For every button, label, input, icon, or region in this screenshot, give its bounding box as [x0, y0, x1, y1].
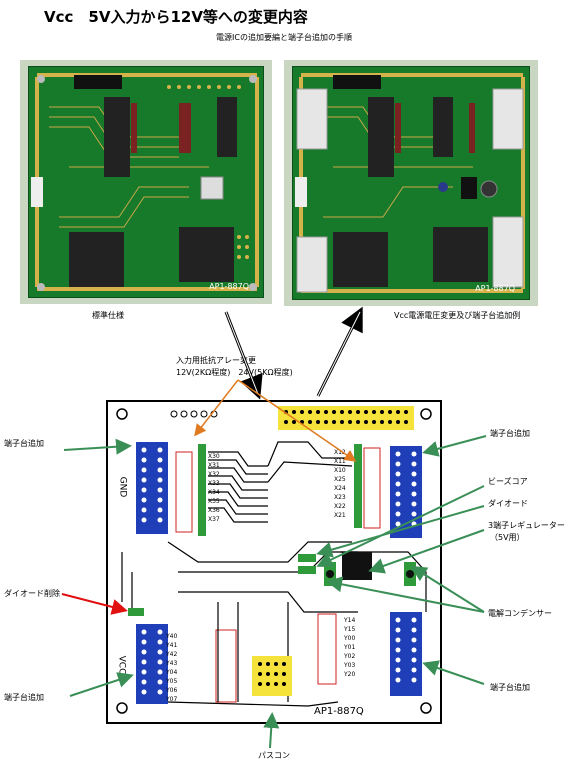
pin-label: Y01	[344, 644, 356, 651]
terminal-block-top-right	[390, 446, 422, 538]
pin-label: Y42	[166, 651, 178, 658]
diagram-board-label: AP1-887Q	[314, 706, 364, 717]
pin-label: X21	[334, 512, 346, 519]
pin-label: Y15	[344, 626, 356, 633]
diode-part	[298, 554, 316, 562]
x-pins-right: X12 X11 X10 X25 X24 X23 X22 X21	[334, 448, 346, 520]
removed-diode-part	[128, 608, 144, 616]
pin-label: Y03	[344, 662, 356, 669]
gnd-label: GND	[117, 476, 128, 498]
callout-electrolytic-cap: 電解コンデンサー	[488, 609, 552, 618]
pin-label: X34	[208, 489, 220, 496]
pin-label: X31	[208, 462, 220, 469]
up-arrow	[316, 306, 363, 397]
pin-label: X32	[208, 471, 220, 478]
callout-terminal-bottom-right: 端子台追加	[490, 683, 530, 692]
callout-beads-core: ビーズコア	[488, 477, 528, 486]
pin-label: X10	[334, 467, 346, 474]
pin-label: Y41	[166, 642, 178, 649]
terminal-block-bottom-right	[390, 612, 422, 696]
pin-label: X36	[208, 507, 220, 514]
pin-label: X11	[334, 458, 346, 465]
pin-label: Y05	[166, 678, 178, 685]
pcb-modified: AP1-887Q	[292, 66, 530, 300]
pin-label: Y14	[344, 617, 356, 624]
pin-label: X12	[334, 449, 346, 456]
pin-label: X24	[334, 485, 346, 492]
callout-regulator-note: （5V用）	[490, 533, 525, 542]
modified-caption: Vcc電源電圧変更及び端子台追加例	[394, 311, 521, 320]
pin-label: X37	[208, 516, 220, 523]
pin-label: Y06	[166, 687, 178, 694]
pin-label: Y43	[166, 660, 178, 667]
pin-label: Y40	[166, 633, 178, 640]
page-subtitle: 電源ICの追加要編と端子台追加の手順	[216, 33, 352, 42]
beads-core-part	[298, 566, 316, 574]
vcc-label: VCC	[116, 655, 127, 675]
pin-label: X22	[334, 503, 346, 510]
electrolytic-cap-right	[404, 562, 416, 586]
resistor-note-detail: 12V(2KΩ程度) 24V(5KΩ程度)	[176, 368, 293, 377]
y-pins-left: Y40 Y41 Y42 Y43 Y04 Y05 Y06 Y07	[166, 632, 177, 704]
regulator-ic	[342, 552, 372, 580]
photo-board-label-right: AP1-887Q	[475, 284, 515, 293]
callout-diode-remove: ダイオード削除	[4, 589, 60, 598]
pin-label: Y00	[344, 635, 356, 642]
callout-regulator: 3端子レギュレーター	[488, 521, 565, 530]
pin-label: Y04	[166, 669, 178, 676]
page-title: Vcc 5V入力から12V等への変更内容	[44, 8, 308, 26]
callout-terminal-top-right: 端子台追加	[490, 429, 530, 438]
callout-bypass-cap: パスコン	[258, 751, 290, 760]
photo-board-label-left: AP1-887Q	[209, 282, 249, 291]
terminal-block-bottom-left	[136, 624, 168, 704]
pin-label: Y20	[344, 671, 356, 678]
standard-board-photo: AP1-887Q	[20, 60, 272, 304]
callout-diode: ダイオード	[488, 499, 528, 508]
pin-label: X33	[208, 480, 220, 487]
down-arrow	[224, 311, 263, 400]
board-diagram: GND VCC AP1-887Q X30 X31 X32 X33 X34 X35…	[106, 400, 442, 724]
callout-terminal-top-left: 端子台追加	[4, 439, 44, 448]
x-pins-left: X30 X31 X32 X33 X34 X35 X36 X37	[208, 452, 220, 524]
callout-terminal-bottom-left: 端子台追加	[4, 693, 44, 702]
pin-label: X35	[208, 498, 220, 505]
resistor-note-title: 入力用抵抗アレー変更	[176, 356, 256, 365]
pin-label: X23	[334, 494, 346, 501]
electrolytic-cap-left	[324, 562, 336, 586]
modified-board-photo: AP1-887Q	[284, 60, 538, 306]
pcb-standard: AP1-887Q	[28, 66, 264, 298]
pin-label: Y07	[166, 696, 178, 703]
terminal-block-top-left	[136, 442, 168, 534]
y-pins-right: Y14 Y15 Y00 Y01 Y02 Y03 Y20	[344, 616, 355, 679]
pin-label: X30	[208, 453, 220, 460]
pin-label: X25	[334, 476, 346, 483]
standard-caption: 標準仕様	[92, 311, 124, 320]
pin-label: Y02	[344, 653, 356, 660]
